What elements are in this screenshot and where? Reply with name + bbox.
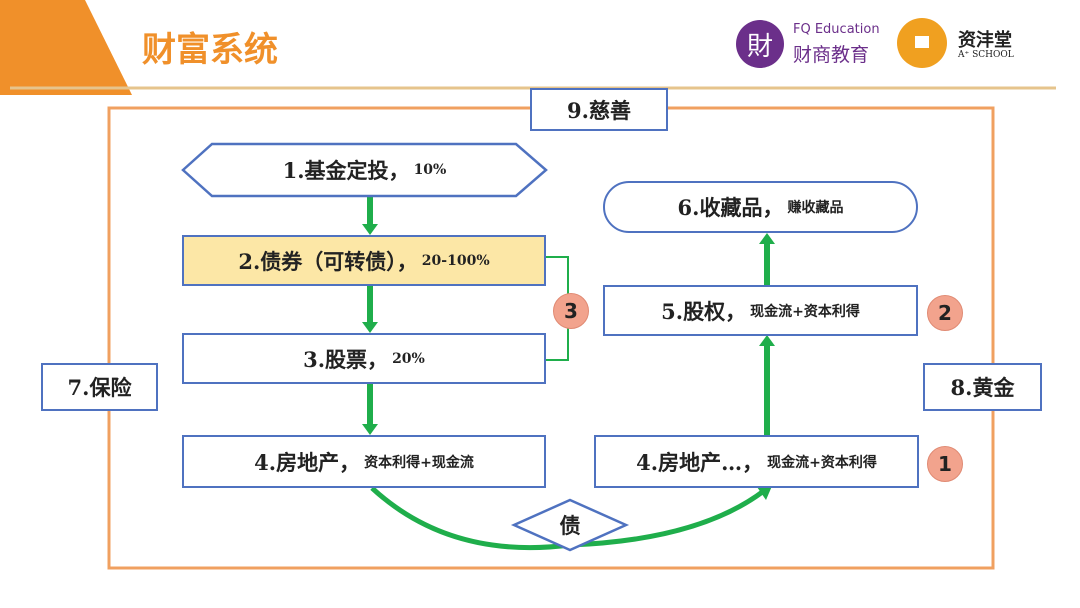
aschool-logo-en: A⁺ SCHOOL (958, 50, 1014, 60)
debt-diamond (510, 498, 630, 552)
node-5-equity: 5.股权，现金流+资本利得 (603, 285, 918, 336)
node-2-sub: 20-100% (421, 252, 490, 269)
node-4r-sub: 现金流+资本利得 (767, 454, 877, 471)
header-corner-shape (0, 0, 132, 95)
node-9-charity: 9.慈善 (530, 88, 668, 131)
node-3-sub: 20% (392, 350, 425, 367)
fq-logo-en: FQ Education (793, 22, 880, 37)
node-5-label: 5.股权， (661, 298, 747, 324)
node-5-sub: 现金流+资本利得 (750, 303, 860, 320)
node-4l-sub: 资本利得+现金流 (364, 454, 474, 471)
badge-2: 2 (927, 295, 963, 331)
node-3-stocks: 3.股票，20% (182, 333, 546, 384)
node-2-label: 2.债券（可转债）， (238, 248, 418, 274)
node-4l-label: 4.房地产， (254, 449, 361, 475)
node-1-label: 1.基金定投， (282, 158, 410, 183)
node-6-collectibles: 6.收藏品，赚收藏品 (603, 181, 918, 233)
badge-1: 1 (927, 446, 963, 482)
node-6-label: 6.收藏品， (677, 195, 784, 220)
page-title: 财富系统 (142, 30, 278, 70)
node-2-bonds: 2.债券（可转债），20-100% (182, 235, 546, 286)
node-1-fund: 1.基金定投，10% (183, 144, 546, 196)
node-4r-label: 4.房地产…， (636, 449, 764, 475)
node-6-sub: 赚收藏品 (787, 200, 844, 216)
node-8-gold: 8.黄金 (923, 363, 1042, 411)
node-4-realestate-left: 4.房地产，资本利得+现金流 (182, 435, 546, 488)
node-7-insurance: 7.保险 (41, 363, 158, 411)
aschool-logo-icon (897, 18, 947, 68)
node-4-realestate-right: 4.房地产…，现金流+资本利得 (594, 435, 919, 488)
badge-3: 3 (553, 293, 589, 329)
node-1-sub: 10% (413, 162, 447, 178)
debt-label: 债 (559, 513, 581, 538)
node-1-hexagon (181, 142, 548, 198)
fq-logo-cn: 财商教育 (793, 44, 870, 66)
aschool-logo-cn: 资沣堂 (958, 30, 1012, 51)
fq-logo-icon: 財 (736, 20, 784, 68)
node-3-label: 3.股票， (303, 346, 389, 372)
